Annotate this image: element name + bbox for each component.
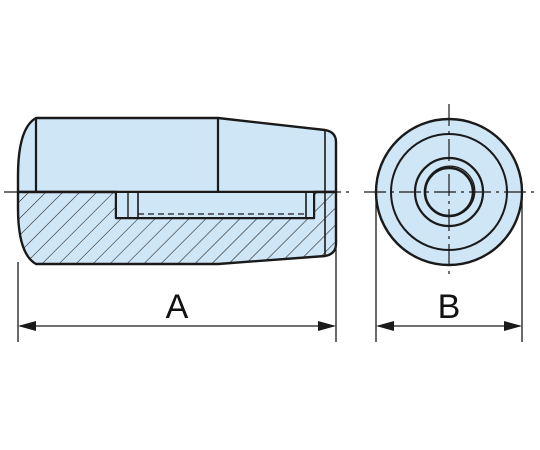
dimension-label-a: A [166, 288, 189, 326]
dimension-b: B [375, 196, 523, 342]
front-view [364, 104, 534, 278]
dimension-a: A [17, 248, 337, 342]
side-view-upper-body [16, 116, 338, 194]
bore-cavity [115, 191, 315, 219]
arrowhead-b-left [376, 321, 394, 331]
arrowhead-a-right [318, 321, 336, 331]
thread-arc [424, 165, 476, 217]
arrowhead-b-right [504, 321, 522, 331]
side-view [4, 116, 352, 266]
arrowhead-a-left [18, 321, 36, 331]
dimension-label-b: B [438, 288, 461, 326]
